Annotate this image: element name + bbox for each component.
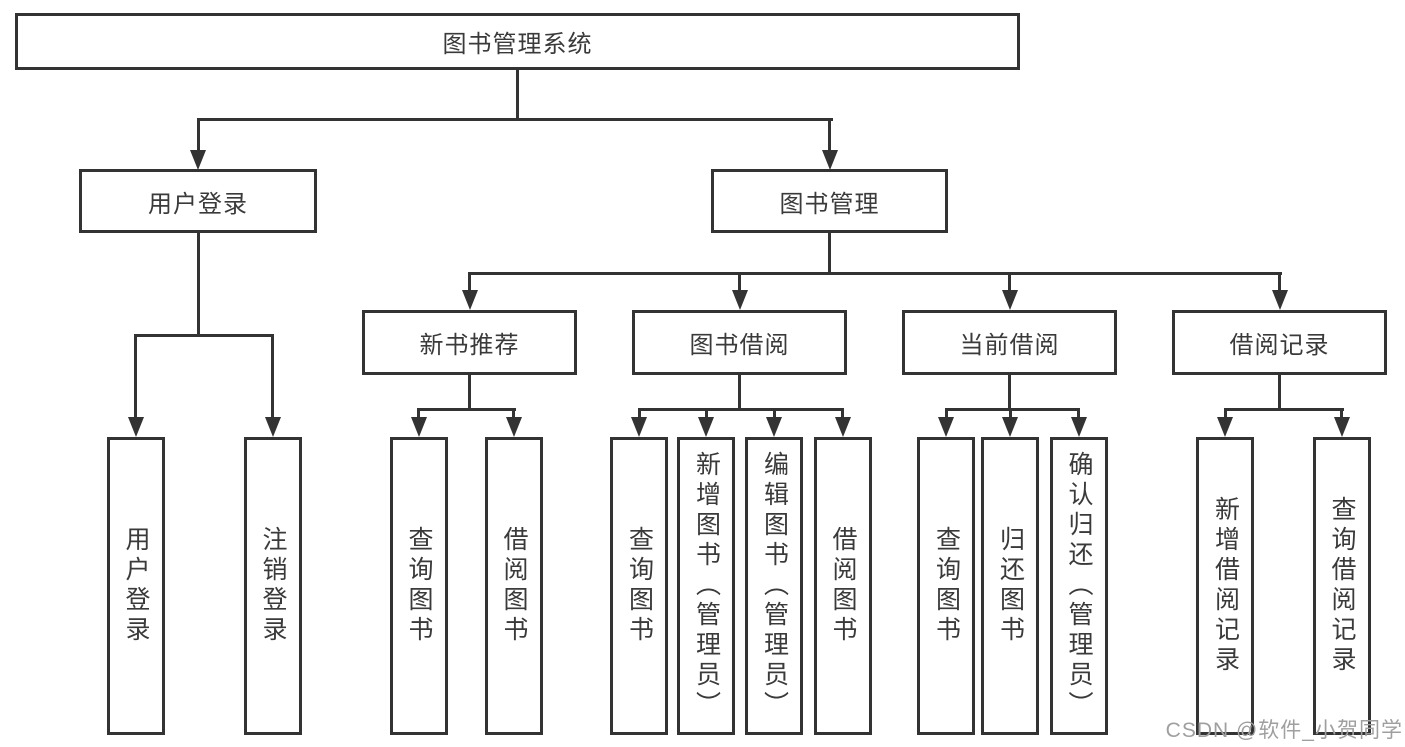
- leaf-add-borrow-record: 新增借阅记录: [1196, 437, 1254, 735]
- connector-vline: [196, 233, 200, 337]
- node-user-login: 用户登录: [79, 169, 317, 233]
- arrow-down-icon: [461, 290, 478, 310]
- leaf-label: 新增图书（管理员）: [692, 451, 721, 721]
- connector-vline: [1223, 411, 1227, 417]
- arrow-down-icon: [410, 417, 427, 437]
- leaf-label: 借阅图书: [500, 526, 528, 646]
- arrow-down-icon: [834, 417, 851, 437]
- node-new-book-recommend: 新书推荐: [362, 310, 577, 375]
- connector-vline: [1278, 375, 1281, 411]
- leaf-query-books-recommend: 查询图书: [389, 437, 448, 735]
- connector-vline: [828, 118, 831, 150]
- connector-vline: [738, 275, 741, 290]
- connector-hline: [944, 408, 1080, 411]
- connector-vline: [468, 375, 471, 411]
- connector-vline: [704, 411, 708, 417]
- connector-vline: [1008, 275, 1011, 290]
- leaf-borrow-books-recommend: 借阅图书: [484, 437, 543, 735]
- leaf-query-books-current: 查询图书: [917, 437, 975, 735]
- leaf-add-books-admin: 新增图书（管理员）: [677, 437, 735, 735]
- leaf-label: 查询图书: [932, 526, 961, 646]
- arrow-down-icon: [1217, 417, 1233, 437]
- connector-hline: [637, 408, 844, 411]
- connector-vline: [828, 233, 831, 275]
- leaf-confirm-return-admin: 确认归还（管理员）: [1049, 437, 1108, 735]
- leaf-label: 确认归还（管理员）: [1065, 451, 1093, 721]
- leaf-query-borrow-record: 查询借阅记录: [1312, 437, 1371, 735]
- connector-vline: [944, 411, 948, 417]
- arrow-down-icon: [766, 417, 782, 437]
- arrow-down-icon: [264, 417, 281, 437]
- connector-vline: [134, 337, 137, 417]
- connector-vline: [196, 118, 200, 150]
- leaf-label: 查询借阅记录: [1328, 496, 1356, 676]
- leaf-label: 借阅图书: [829, 526, 857, 646]
- connector-vline: [515, 70, 519, 118]
- connector-vline: [738, 375, 741, 411]
- connector-vline: [1008, 375, 1011, 411]
- connector-vline: [1278, 275, 1281, 290]
- connector-hline: [196, 118, 833, 121]
- arrow-down-icon: [505, 417, 522, 437]
- node-borrowing-records: 借阅记录: [1172, 310, 1387, 375]
- connector-hline: [134, 334, 274, 337]
- arrow-down-icon: [1070, 417, 1087, 437]
- connector-vline: [512, 411, 515, 417]
- arrow-down-icon: [190, 150, 206, 170]
- connector-hline: [1223, 408, 1344, 411]
- leaf-borrow-books: 借阅图书: [813, 437, 872, 735]
- leaf-label: 编辑图书（管理员）: [760, 451, 789, 721]
- leaf-user-login: 用户登录: [106, 437, 165, 735]
- leaf-edit-books-admin: 编辑图书（管理员）: [745, 437, 803, 735]
- connector-hline: [468, 272, 1282, 275]
- arrow-down-icon: [938, 417, 954, 437]
- arrow-down-icon: [1333, 417, 1350, 437]
- leaf-query-books-borrowing: 查询图书: [610, 437, 668, 735]
- connector-vline: [1008, 411, 1012, 417]
- arrow-down-icon: [1001, 290, 1018, 310]
- leaf-label: 用户登录: [122, 526, 150, 646]
- connector-vline: [468, 275, 471, 290]
- leaf-label: 查询图书: [405, 526, 433, 646]
- arrow-down-icon: [1002, 417, 1018, 437]
- connector-vline: [417, 411, 420, 417]
- arrow-down-icon: [127, 417, 144, 437]
- connector-hline: [417, 408, 516, 411]
- csdn-watermark: CSDN @软件_小贺同学: [1165, 719, 1403, 742]
- node-book-management-system: 图书管理系统: [15, 13, 1020, 70]
- leaf-label: 注销登录: [259, 526, 287, 646]
- connector-vline: [772, 411, 776, 417]
- node-book-management: 图书管理: [711, 169, 948, 233]
- leaf-label: 查询图书: [625, 526, 654, 646]
- connector-vline: [841, 411, 844, 417]
- connector-vline: [1077, 411, 1080, 417]
- arrow-down-icon: [1271, 290, 1288, 310]
- arrow-down-icon: [731, 290, 748, 310]
- leaf-logout: 注销登录: [243, 437, 302, 735]
- node-current-borrowing: 当前借阅: [902, 310, 1117, 375]
- connector-vline: [271, 337, 274, 417]
- connector-vline: [637, 411, 641, 417]
- leaf-label: 新增借阅记录: [1211, 496, 1240, 676]
- arrow-down-icon: [698, 417, 714, 437]
- node-book-borrowing: 图书借阅: [632, 310, 847, 375]
- leaf-return-books: 归还图书: [981, 437, 1039, 735]
- arrow-down-icon: [631, 417, 647, 437]
- connector-vline: [1340, 411, 1343, 417]
- leaf-label: 归还图书: [996, 526, 1025, 646]
- arrow-down-icon: [821, 150, 838, 170]
